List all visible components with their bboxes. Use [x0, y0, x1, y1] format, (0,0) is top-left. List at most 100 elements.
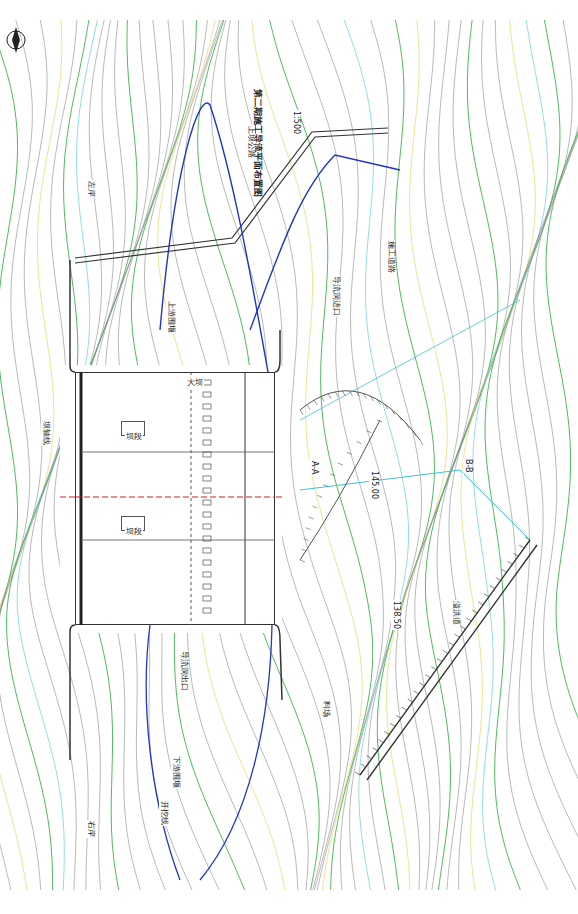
contour-line [368, 20, 421, 890]
hatch [356, 442, 361, 444]
hatch [461, 626, 466, 629]
dam-abutment [275, 625, 282, 700]
hatch [443, 650, 448, 653]
north-arrow [12, 27, 20, 53]
excavation-line [200, 625, 272, 880]
hatch [367, 756, 372, 759]
hatch [414, 691, 419, 694]
node-label: 大坝 [186, 377, 204, 388]
contour-line [344, 20, 408, 890]
hatch [384, 731, 389, 734]
hatch [484, 594, 489, 597]
hatch [455, 634, 460, 637]
map-label: 导流洞进口 [331, 275, 340, 317]
node-label: 坝段 [125, 526, 143, 537]
map-label: 施工道路 [386, 240, 395, 274]
hatch [502, 569, 507, 572]
dam-abutment [70, 260, 75, 372]
contour-line [405, 20, 473, 890]
dam-body: 大坝坝段坝段 [75, 372, 275, 625]
hatch [420, 440, 423, 445]
contour-line [0, 20, 47, 890]
hatch [419, 683, 424, 686]
hatch [437, 659, 442, 662]
contour-line [270, 20, 373, 890]
excavation-line [160, 103, 268, 372]
map-label: 开挖线 [159, 800, 168, 826]
hatch [373, 748, 378, 751]
hatch [390, 723, 395, 726]
road-line [75, 128, 388, 258]
hatch [406, 423, 409, 428]
hatch [335, 392, 338, 397]
cyan-line [300, 300, 520, 420]
dam-abutment [275, 330, 280, 372]
hatch [342, 391, 345, 396]
hatch [413, 431, 416, 436]
contour-line [485, 20, 560, 890]
contour-line [534, 20, 578, 890]
contour-line [509, 20, 578, 890]
node-label: 坝段 [125, 431, 143, 442]
dam-lines [75, 372, 275, 625]
dam-section: 坝段 [121, 516, 145, 531]
hatch [349, 391, 352, 396]
hatch [525, 537, 530, 540]
hatch [431, 667, 436, 670]
hatch [399, 416, 402, 421]
contour-line [546, 20, 578, 890]
hatch [472, 610, 477, 613]
hatch [496, 578, 501, 581]
contour-line [473, 20, 548, 890]
map-label: 上坝公路 [246, 125, 255, 159]
hatch [361, 764, 366, 767]
slope-line [300, 420, 380, 560]
map-label: 左岸 [86, 180, 95, 198]
contour-line [377, 20, 434, 890]
map-label: 坝轴线 [41, 420, 50, 446]
hatch [306, 528, 311, 530]
hatch [519, 545, 524, 548]
road-line [75, 133, 388, 263]
hatch [513, 553, 518, 556]
excavation-line [250, 155, 400, 330]
map-label: 导流洞出口 [179, 650, 188, 692]
hatch [396, 715, 401, 718]
excavation-line [146, 625, 180, 880]
dam-abutment [70, 625, 75, 760]
hatch [309, 517, 314, 519]
hatch [364, 393, 367, 398]
hatch [367, 431, 372, 433]
hatch [466, 618, 471, 621]
map-label: A-A [309, 460, 318, 475]
hatch [300, 560, 305, 562]
map-label: B-B [463, 458, 472, 474]
hatch [317, 495, 322, 497]
dam-section: 坝段 [121, 421, 145, 436]
hatch [507, 561, 512, 564]
hatch [377, 420, 382, 422]
map-label: 溢洪道 [451, 600, 460, 626]
spillway-line [360, 540, 530, 775]
contour-lines [0, 20, 578, 890]
contour-line [0, 20, 32, 890]
layout-lines [7, 27, 537, 880]
contour-line [317, 20, 395, 890]
hatch [408, 699, 413, 702]
hatch [314, 400, 317, 405]
map-label: 下游围堰 [171, 755, 180, 789]
hatch [378, 400, 381, 405]
hatch [312, 506, 317, 508]
map-label: 138.50 [391, 600, 400, 630]
hatch [385, 404, 388, 409]
contour-line [437, 20, 510, 890]
hatch [338, 463, 343, 465]
map-label: 右岸 [86, 820, 95, 838]
map-label: 145.00 [369, 470, 378, 500]
map-label: 上游围堰 [166, 300, 175, 334]
hatch [321, 396, 324, 401]
contour-line [292, 20, 384, 890]
hatch [378, 740, 383, 743]
contour-line [425, 20, 498, 890]
